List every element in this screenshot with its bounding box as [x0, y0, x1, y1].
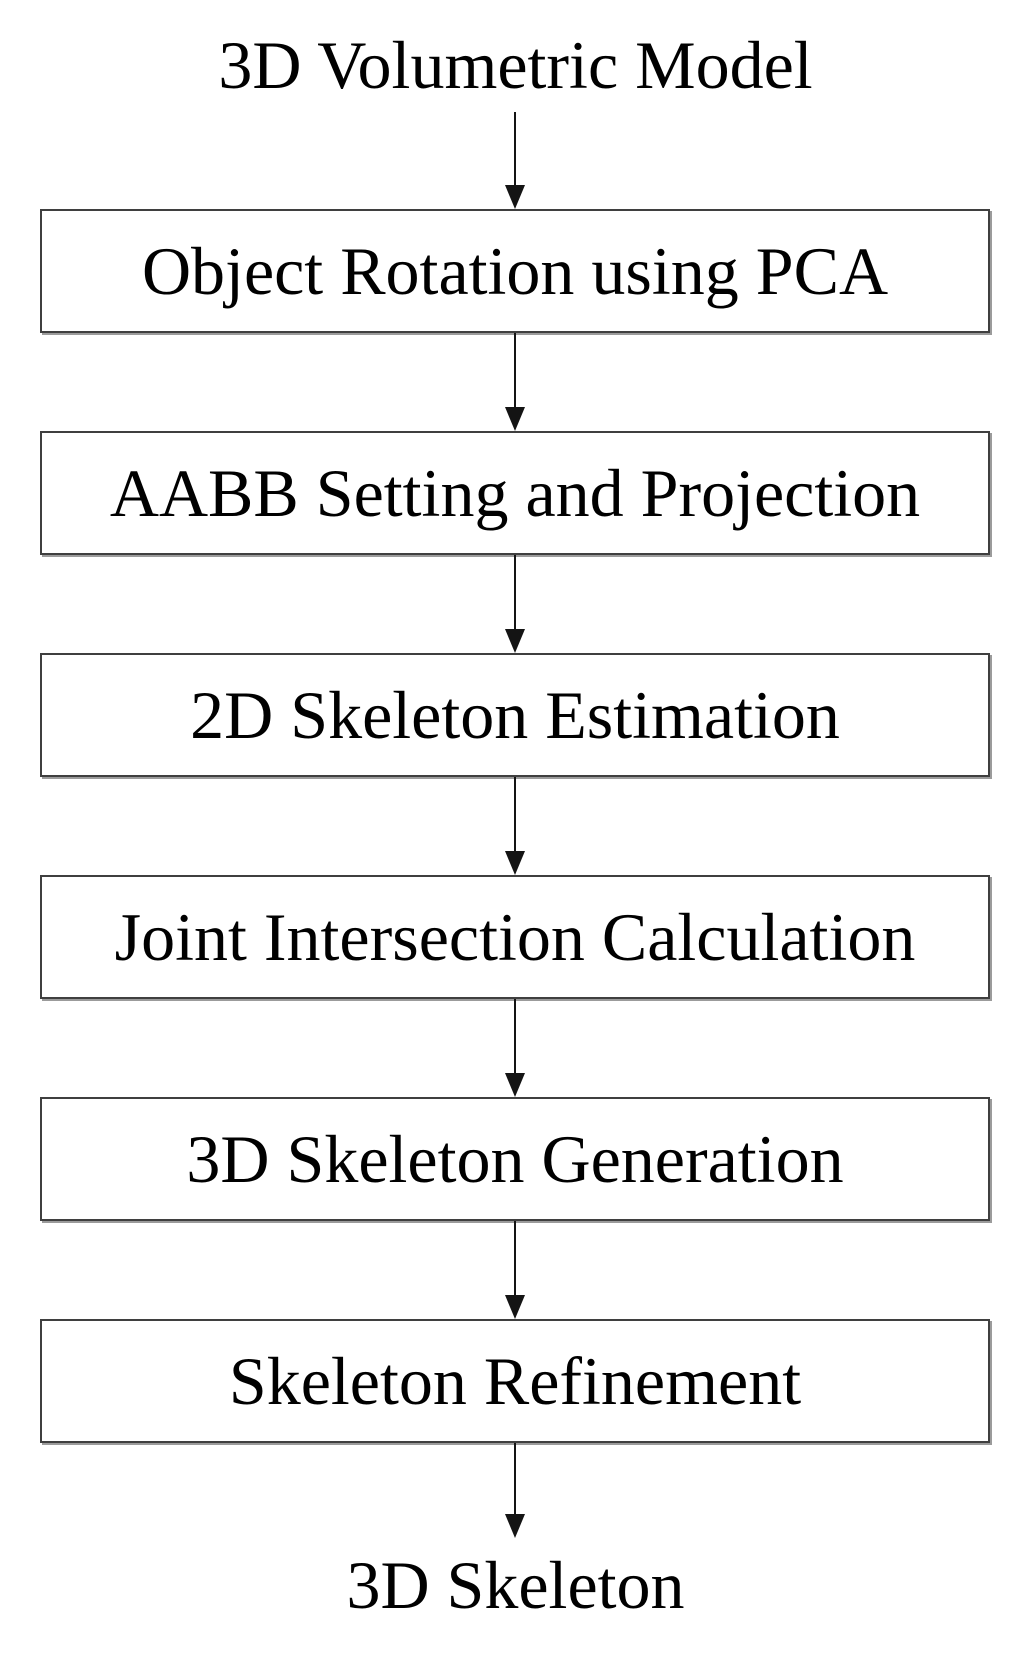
flow-arrow: [504, 555, 526, 653]
arrow-line: [514, 1221, 516, 1295]
arrow-line: [514, 112, 516, 185]
flow-arrow: [504, 333, 526, 431]
step-box-2d-skeleton-estimation: 2D Skeleton Estimation: [40, 653, 990, 777]
arrow-line: [514, 999, 516, 1073]
arrow-down-icon: [505, 629, 525, 653]
arrow-down-icon: [505, 1295, 525, 1319]
step-label: Object Rotation using PCA: [141, 233, 889, 309]
arrow-down-icon: [505, 185, 525, 209]
flow-arrow: [504, 1221, 526, 1319]
arrow-down-icon: [505, 407, 525, 431]
step-label: 3D Skeleton Generation: [186, 1121, 844, 1197]
arrow-line: [514, 555, 516, 629]
arrow-down-icon: [505, 1073, 525, 1097]
step-box-3d-skeleton-generation: 3D Skeleton Generation: [40, 1097, 990, 1221]
step-box-object-rotation-pca: Object Rotation using PCA: [40, 209, 990, 333]
arrow-down-icon: [505, 1514, 525, 1538]
arrow-line: [514, 777, 516, 851]
step-box-aabb-setting-projection: AABB Setting and Projection: [40, 431, 990, 555]
arrow-line: [514, 1443, 516, 1514]
step-label: 2D Skeleton Estimation: [190, 677, 840, 753]
step-label: Skeleton Refinement: [228, 1343, 802, 1419]
flow-arrow: [504, 1443, 526, 1538]
arrow-line: [514, 333, 516, 407]
step-box-joint-intersection-calculation: Joint Intersection Calculation: [40, 875, 990, 999]
flow-arrow: [504, 999, 526, 1097]
arrow-down-icon: [505, 851, 525, 875]
flow-output-label: 3D Skeleton: [346, 1547, 685, 1623]
step-box-skeleton-refinement: Skeleton Refinement: [40, 1319, 990, 1443]
step-label: AABB Setting and Projection: [109, 455, 921, 531]
flow-input-label: 3D Volumetric Model: [218, 27, 813, 103]
flow-arrow: [504, 777, 526, 875]
flow-arrow: [504, 112, 526, 209]
step-label: Joint Intersection Calculation: [114, 899, 916, 975]
